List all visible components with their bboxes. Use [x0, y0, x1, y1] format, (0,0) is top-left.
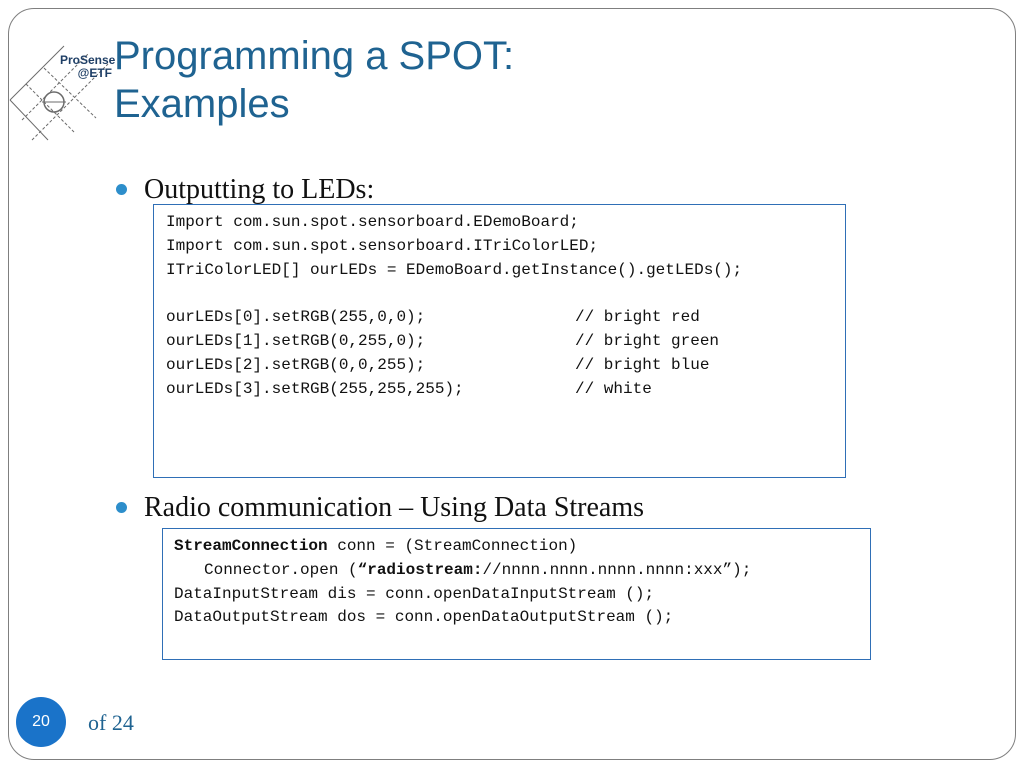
code-keyword: StreamConnection [174, 537, 328, 555]
code-line: ITriColorLED[] ourLEDs = EDemoBoard.getI… [166, 260, 743, 279]
code-call-line: ourLEDs[2].setRGB(0,0,255); // bright blu… [166, 354, 845, 378]
code-comment: // bright green [575, 331, 720, 350]
code-text: conn = (StreamConnection) [327, 537, 578, 555]
bullet-leds: Outputting to LEDs: [116, 174, 716, 208]
code-call-line: ourLEDs[1].setRGB(0,255,0); // bright gre… [166, 330, 845, 354]
bullet-text: Outputting to LEDs: [144, 174, 375, 205]
bullet-radio: Radio communication – Using Data Streams [116, 492, 816, 526]
code-call: ourLEDs[0].setRGB(255,0,0); [166, 308, 426, 327]
code-comment: // bright red [575, 308, 700, 327]
code-line: DataInputStream dis = conn.openDataInput… [174, 584, 655, 603]
logo-line-2: @ETF [77, 66, 112, 80]
prosense-logo-icon [9, 45, 109, 141]
code-comment: // bright blue [575, 355, 710, 374]
code-line-blank [166, 282, 845, 306]
code-call: ourLEDs[3].setRGB(255,255,255); [166, 379, 464, 398]
code-call-line: ourLEDs[0].setRGB(255,0,0); // bright red [166, 306, 845, 330]
title-line-1: Programming a SPOT: [114, 34, 515, 78]
code-keyword: “radiostream: [357, 560, 483, 579]
code-line: DataOutputStream dos = conn.openDataOutp… [174, 608, 674, 627]
code-comment: // white [575, 379, 652, 398]
code-text: //nnnn.nnnn.nnnn.nnnn:xxx”); [482, 560, 752, 579]
code-box-leds: Import com.sun.spot.sensorboard.EDemoBoa… [153, 204, 846, 478]
code-line: StreamConnection conn = (StreamConnectio… [174, 535, 870, 559]
code-text: Connector.open ( [204, 560, 358, 579]
code-box-streams: StreamConnection conn = (StreamConnectio… [162, 528, 871, 660]
code-call-line: ourLEDs[3].setRGB(255,255,255); // white [166, 378, 845, 402]
logo-line-1: ProSense [60, 53, 116, 67]
slide-title: Programming a SPOT: Examples [114, 32, 974, 128]
bullet-dot-icon [116, 184, 127, 195]
code-call: ourLEDs[1].setRGB(0,255,0); [166, 331, 426, 350]
page-number-badge: 20 [16, 697, 66, 747]
code-line: Connector.open (“radiostream://nnnn.nnnn… [174, 559, 870, 583]
bullet-text: Radio communication – Using Data Streams [144, 492, 645, 523]
page-total: of 24 [88, 710, 134, 735]
bullet-dot-icon [116, 502, 127, 513]
code-call: ourLEDs[2].setRGB(0,0,255); [166, 355, 426, 374]
title-line-2: Examples [114, 82, 290, 126]
code-line: Import com.sun.spot.sensorboard.ITriColo… [166, 236, 599, 255]
logo-text: ProSense @ETF [60, 53, 116, 80]
code-line: Import com.sun.spot.sensorboard.EDemoBoa… [166, 213, 579, 231]
